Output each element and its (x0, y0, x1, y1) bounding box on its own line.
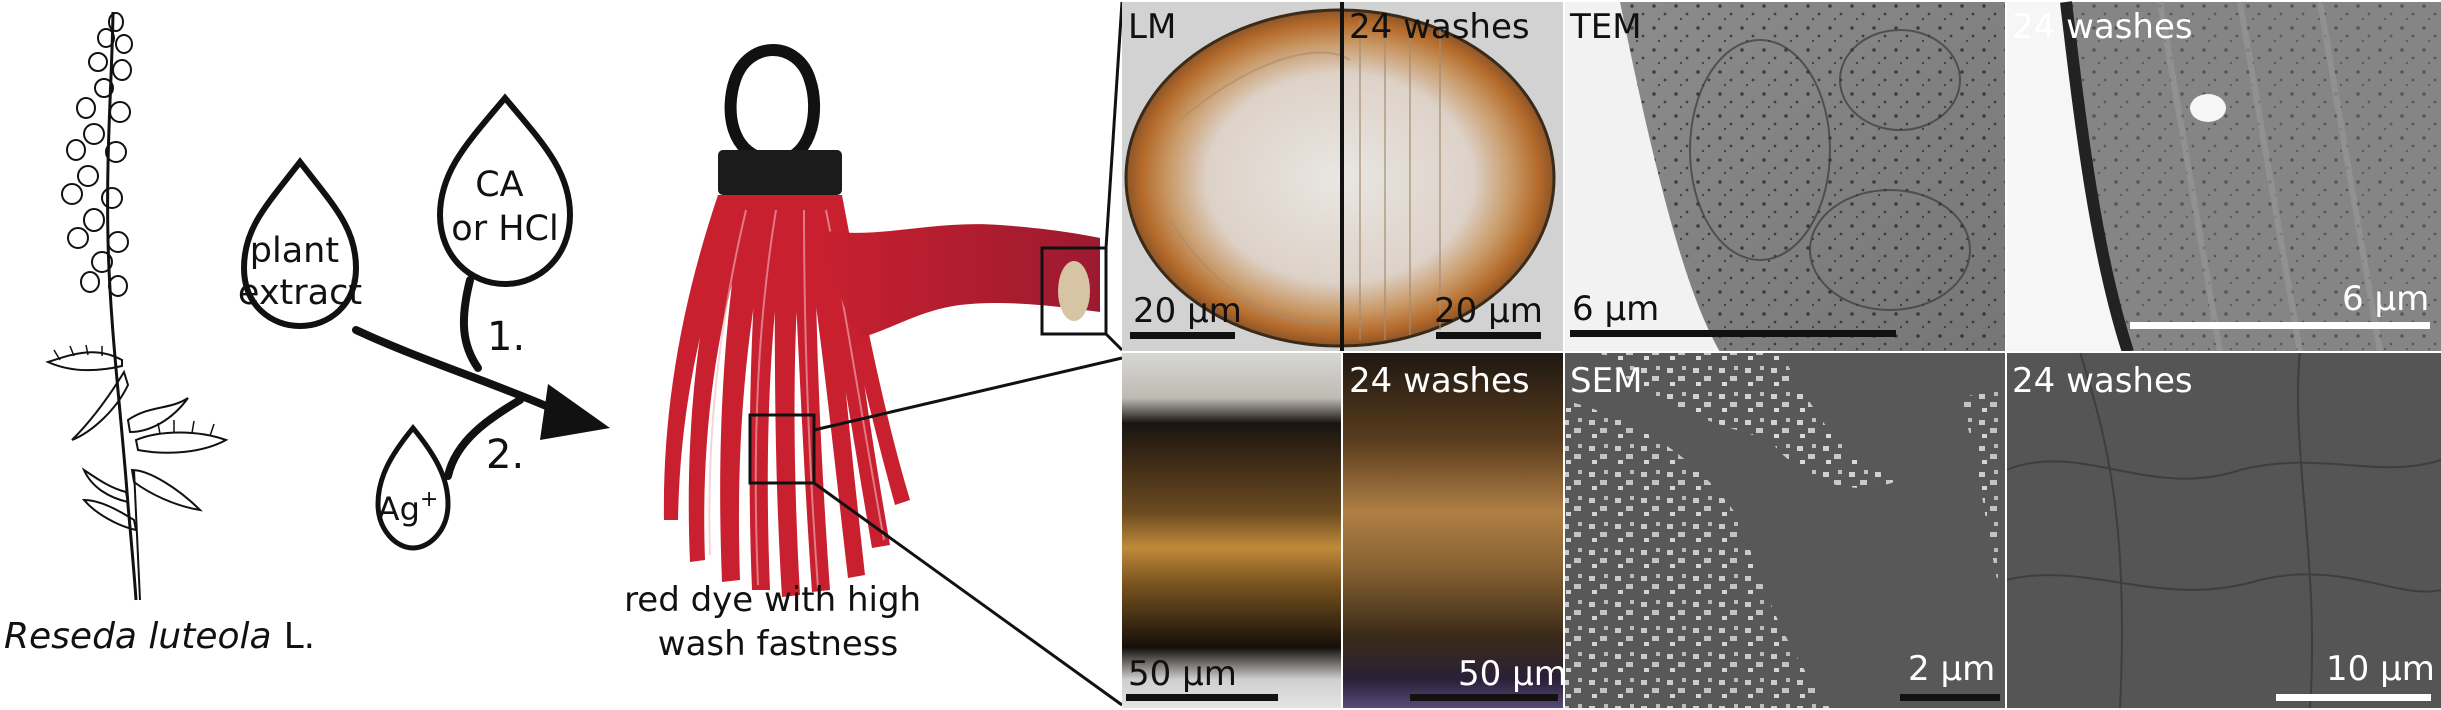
tem-washed-scale-label: 6 µm (2342, 279, 2429, 319)
tem-scale-bar (1570, 330, 1896, 337)
sem-scale-label: 2 µm (1908, 649, 1995, 689)
dyed-wool-tassel (663, 1, 1124, 707)
tem-washed-panel: 24 washes 6 µm (2006, 1, 2441, 354)
tem-label: TEM (1569, 7, 1642, 47)
sem-washed-label: 24 washes (2012, 361, 2193, 401)
extract-label-line2: extract (238, 273, 362, 313)
fiber-panel: 50 µm (1122, 352, 1342, 708)
sem-washed-scale-label: 10 µm (2326, 649, 2435, 689)
step-one-label: 1. (487, 314, 525, 360)
fiber-scale-bar (1126, 694, 1278, 701)
acid-drop: CA or HCl (436, 93, 574, 288)
fiber-strip (818, 224, 1100, 338)
acid-label-line1: CA (475, 165, 523, 205)
acid-label-line2: or HCl (451, 209, 558, 249)
sem-washed-scale-bar (2276, 694, 2431, 701)
lm-scale-label: 20 µm (1133, 291, 1242, 331)
svg-text:plant extract: plant extract (238, 231, 362, 313)
fiber-zoom-box (748, 413, 816, 485)
sem-label: SEM (1570, 361, 1642, 401)
plant-extract-drop: plant extract (238, 157, 362, 330)
lm-scale-bar (1130, 332, 1235, 339)
species-name: Reseda luteola (4, 616, 272, 657)
fiber-washed-panel: 24 washes 50 µm (1342, 352, 1567, 708)
lm-label: LM (1128, 7, 1176, 47)
tem-scale-label: 6 µm (1572, 289, 1659, 329)
flower-spike (61, 12, 133, 297)
silver-charge: + (420, 487, 438, 512)
lm-washed-scale-label: 20 µm (1434, 291, 1543, 331)
extract-label-line1: plant (250, 231, 339, 271)
lm-washed-scale-bar (1436, 332, 1541, 339)
tem-panel: TEM 6 µm (1564, 2, 2006, 352)
svg-text:CA or HCl: CA or HCl (451, 165, 558, 249)
fiber-cross-section-box (1040, 246, 1108, 336)
fiber-washed-scale-label: 50 µm (1458, 654, 1567, 694)
lm-panel: LM 24 washes 20 µm 20 µm (1122, 2, 1564, 352)
sem-scale-bar (1900, 694, 2000, 701)
step-two-label: 2. (486, 432, 524, 478)
tem-washed-scale-bar (2130, 322, 2430, 329)
fiber-scale-label: 50 µm (1128, 654, 1237, 694)
leaves (45, 344, 229, 532)
silver-drop: Ag+ (375, 424, 451, 551)
sem-panel: SEM 2 µm (1564, 352, 2006, 708)
process-arrows (352, 276, 610, 480)
panel-dividers (1122, 2, 2441, 708)
tem-washed-label: 24 washes (2012, 7, 2193, 47)
svg-text:red dye with high wash fas: red dye with high wash fastness (624, 580, 932, 664)
caption-line2: wash fastness (658, 624, 898, 664)
fiber-washed-label: 24 washes (1349, 361, 1530, 401)
svg-text:Ag+: Ag+ (378, 487, 439, 528)
caption-line1: red dye with high (624, 580, 921, 620)
species-authority: L. (284, 616, 316, 657)
fiber-washed-scale-bar (1410, 694, 1558, 701)
silver-label: Ag (378, 490, 420, 528)
reseda-plant-illustration (45, 11, 229, 601)
sem-washed-panel: 24 washes 10 µm (2005, 351, 2441, 709)
lm-washed-label: 24 washes (1349, 7, 1530, 47)
